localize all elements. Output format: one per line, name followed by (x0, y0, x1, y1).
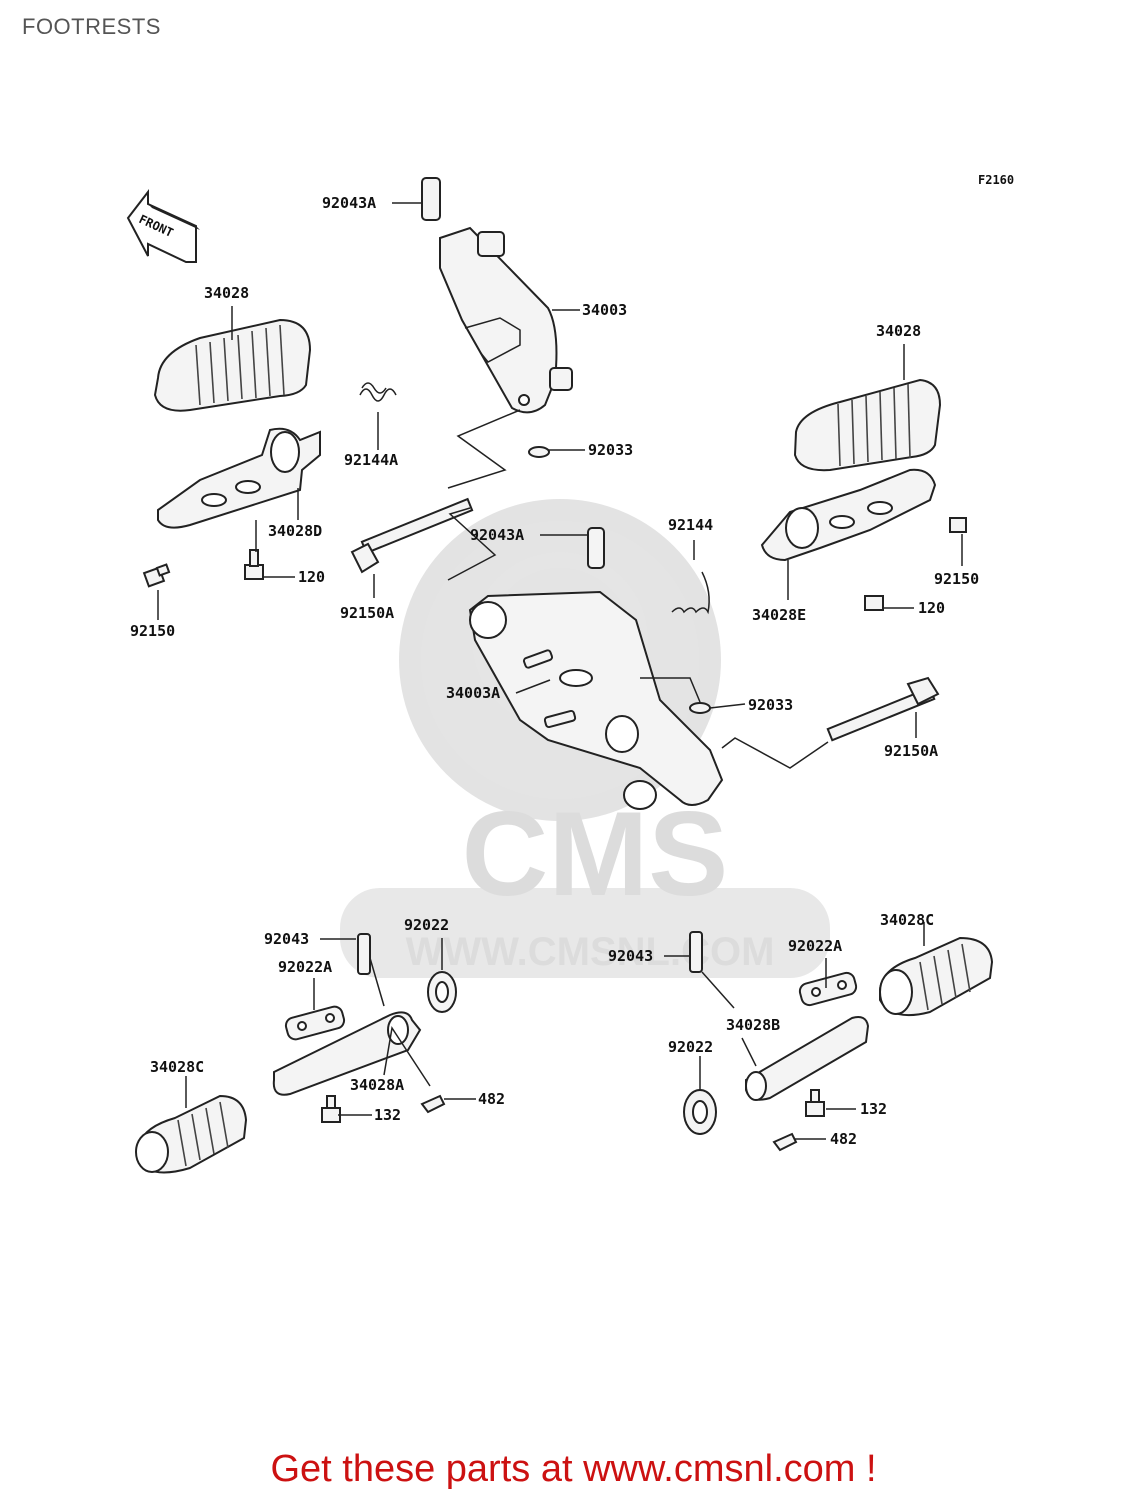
part-labels: 92043A 34003 34028 92144A 92033 34028 34… (130, 194, 979, 1148)
label-92043-left: 92043 (264, 930, 309, 948)
bolt-92150-left (142, 563, 171, 588)
label-92150A-right: 92150A (884, 742, 938, 760)
grip-34028C-right (879, 936, 994, 1016)
cta-link[interactable]: Get these parts at www.cmsnl.com ! (270, 1448, 877, 1490)
leader-lines (157, 202, 963, 1140)
bolt-132-right (805, 1089, 825, 1117)
washer-92022-right-hole (692, 1100, 708, 1124)
bolt-92150A-right (826, 676, 940, 742)
washer-92033-top (528, 446, 550, 458)
label-92150A-left: 92150A (340, 604, 394, 622)
label-92144A: 92144A (344, 451, 398, 469)
clip-482-left (420, 1094, 446, 1114)
pin-92043A-top (421, 177, 441, 221)
label-34028C-left: 34028C (150, 1058, 204, 1076)
washer-92033-mid (689, 702, 711, 714)
label-92022A-left: 92022A (278, 958, 332, 976)
label-92043-right: 92043 (608, 947, 653, 965)
label-92022A-right: 92022A (788, 937, 842, 955)
footpeg-bracket-upper-right (760, 468, 937, 562)
label-34028B: 34028B (726, 1016, 780, 1034)
parts-diagram: CMS WWW.CMSNL.COM F2160 FRONT (126, 173, 1014, 1174)
label-92150-right: 92150 (934, 570, 979, 588)
label-92022-left: 92022 (404, 916, 449, 934)
footpeg-rubber-upper-left (153, 318, 312, 412)
spring-92144 (671, 571, 710, 615)
footpeg-rubber-upper-right (793, 378, 942, 472)
bolt-92150A-left (350, 497, 474, 574)
label-482-left: 482 (478, 1090, 505, 1108)
spring-92144A (359, 382, 397, 402)
label-92150-left: 92150 (130, 622, 175, 640)
label-34028-right: 34028 (876, 322, 921, 340)
label-92043A-mid: 92043A (470, 526, 524, 544)
label-92033-top: 92033 (588, 441, 633, 459)
figure-code: F2160 (978, 173, 1014, 187)
label-132-right: 132 (860, 1100, 887, 1118)
bracket-plate-34003 (439, 226, 573, 414)
label-92033-mid: 92033 (748, 696, 793, 714)
label-34028A: 34028A (350, 1076, 404, 1094)
label-34028D: 34028D (268, 522, 322, 540)
washer-92022-left-hole (435, 981, 449, 1003)
label-34028C-right: 34028C (880, 911, 934, 929)
label-482-right: 482 (830, 1130, 857, 1148)
label-34028E: 34028E (752, 606, 806, 624)
label-120-left: 120 (298, 568, 325, 586)
label-132-left: 132 (374, 1106, 401, 1124)
bolt-132-left (321, 1095, 341, 1123)
plate-92022A-left (284, 1005, 346, 1041)
label-92144: 92144 (668, 516, 713, 534)
watermark-banner (340, 888, 830, 978)
grip-34028C-left (135, 1094, 248, 1174)
footpeg-bracket-upper-left (157, 427, 321, 529)
pin-92043-left (357, 933, 371, 975)
label-34028-left: 34028 (204, 284, 249, 302)
label-92043A-top: 92043A (322, 194, 376, 212)
pin-92043A-mid (587, 527, 605, 569)
watermark-logo: CMS (462, 787, 729, 921)
page-title: FOOTRESTS (22, 14, 161, 39)
pin-92043-right (689, 931, 703, 973)
label-120-right: 120 (918, 599, 945, 617)
front-arrow-icon: FRONT (126, 189, 200, 263)
label-92022-right: 92022 (668, 1038, 713, 1056)
clip-482-right (772, 1132, 798, 1152)
bolt-120-left (244, 549, 264, 580)
plate-92022A-right (798, 971, 858, 1007)
bracket-plate-34003A (468, 590, 724, 810)
footpeg-34028A (272, 1011, 422, 1096)
watermark-url: WWW.CMSNL.COM (406, 930, 775, 974)
footpeg-34028B (745, 1016, 870, 1101)
nut-92150-right (949, 517, 967, 533)
label-34003: 34003 (582, 301, 627, 319)
label-34003A: 34003A (446, 684, 500, 702)
bolt-120-right (864, 595, 884, 611)
